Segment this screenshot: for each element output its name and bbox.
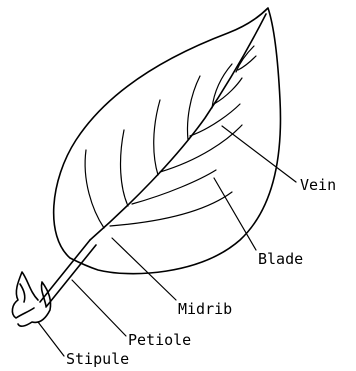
label-blade: Blade — [258, 251, 303, 267]
label-stipule: Stipule — [66, 351, 129, 367]
label-vein: Vein — [300, 177, 336, 193]
leader-stipule — [38, 322, 64, 356]
veins — [85, 46, 256, 228]
leader-blade — [214, 178, 256, 250]
leader-petiole — [72, 280, 126, 336]
leader-lines — [38, 126, 296, 356]
stipules — [12, 272, 50, 326]
leader-vein — [222, 126, 296, 182]
label-petiole: Petiole — [128, 332, 191, 348]
leader-midrib — [112, 238, 176, 300]
label-midrib: Midrib — [178, 301, 232, 317]
